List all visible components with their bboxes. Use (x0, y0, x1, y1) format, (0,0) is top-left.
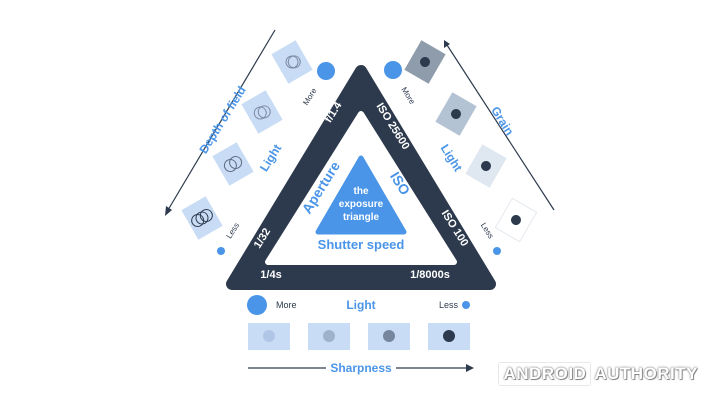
left-more-label: More (301, 86, 319, 107)
shutter-speed-label: Shutter speed (318, 237, 405, 252)
shutter-fast-label: 1/8000s (410, 269, 450, 281)
left-light-label: Light (257, 142, 284, 174)
dof-tile-2 (241, 90, 283, 134)
watermark-brand: ANDROID (499, 363, 591, 385)
sharpness-tile-2 (308, 323, 350, 350)
right-more-dot (384, 61, 402, 79)
right-more-label: More (399, 86, 417, 107)
sharpness-tile-4 (428, 323, 470, 350)
center-blue-triangle (315, 155, 407, 235)
left-less-label: Less (225, 221, 242, 240)
grain-tile-3 (465, 144, 507, 188)
right-less-dot (493, 247, 501, 255)
right-scale: Grain More Less Light (384, 40, 555, 255)
left-more-dot (317, 62, 335, 80)
sharpness-tile-1 (248, 323, 290, 350)
bottom-more-label: More (276, 300, 297, 310)
sharpness-label: Sharpness (330, 361, 392, 375)
depth-of-field-arrow (167, 29, 276, 211)
bottom-more-dot (247, 295, 267, 315)
sharpness-tile-3 (368, 323, 410, 350)
left-less-dot (217, 247, 225, 255)
right-light-label: Light (438, 142, 465, 174)
grain-tile-4 (494, 197, 538, 243)
dof-tile-1 (271, 40, 313, 84)
bottom-scale: More Light Less Sharpness (247, 295, 474, 375)
dof-tile-4 (181, 196, 223, 240)
watermark-brand2: AUTHORITY (594, 364, 698, 383)
grain-tile-1 (404, 40, 446, 84)
center-label-line1: the (354, 186, 369, 197)
depth-of-field-label: Depth of field (196, 84, 249, 156)
depth-of-field-arrowhead (165, 206, 172, 216)
grain-label: Grain (488, 104, 516, 138)
right-less-label: Less (479, 221, 496, 240)
grain-tile-2 (435, 92, 477, 136)
sharpness-arrowhead (466, 364, 474, 372)
center-label-line2: exposure (339, 199, 384, 210)
grain-arrow (446, 44, 555, 211)
bottom-light-label: Light (346, 298, 375, 312)
bottom-less-label: Less (439, 300, 459, 310)
bottom-less-dot (462, 301, 470, 309)
center-label-line3: triangle (343, 212, 380, 223)
shutter-slower-label: 1/4s (260, 269, 281, 281)
grain-arrowhead (444, 40, 450, 48)
dof-tile-3 (212, 142, 254, 186)
